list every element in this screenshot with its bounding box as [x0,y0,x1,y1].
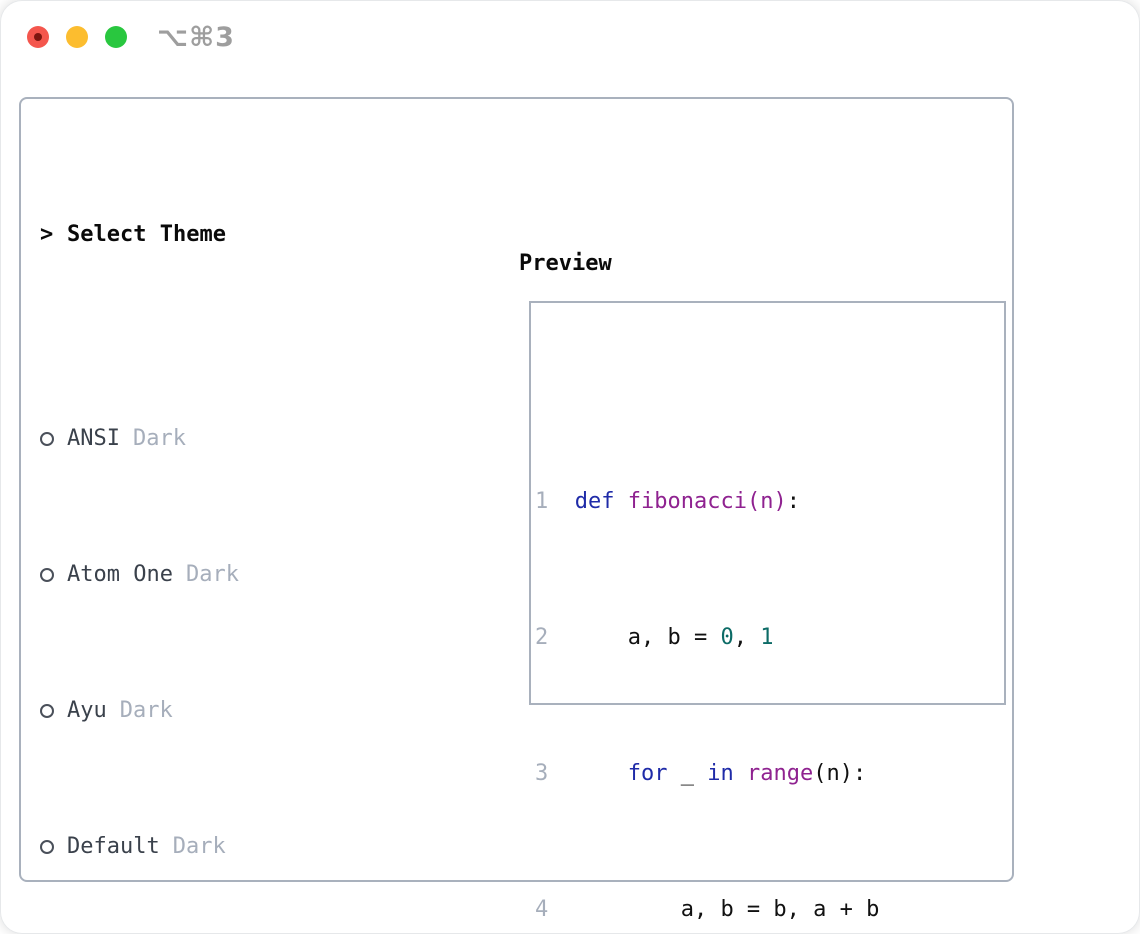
theme-option-default[interactable]: Default Dark [40,830,411,864]
radio-circle-icon [40,840,54,854]
code-segment: : [786,489,800,514]
code-line: 4 a, b = b, a + b [535,893,959,927]
titlebar: ⌥⌘3 [0,0,1140,74]
option-label: Atom One [67,562,173,587]
line-number: 3 [535,761,575,786]
select-theme-label: Select Theme [67,222,226,247]
code-segment: _ [667,761,708,786]
preview-pane: 1 def fibonacci(n): 2 a, b = 0, 1 3 for … [529,301,1006,922]
code-segment: def [574,489,615,514]
code-segment [734,761,747,786]
code-segment: fibonacci(n) [627,489,787,514]
preview-content: 1 def fibonacci(n): 2 a, b = 0, 1 3 for … [535,349,959,934]
code-segment: a, b = b, a + b [574,897,880,922]
code-segment: range [746,761,814,786]
line-number: 4 [535,897,575,922]
option-label: Ayu [67,698,107,723]
line-number: 2 [535,625,575,650]
theme-option-atom-one[interactable]: Atom One Dark [40,558,411,592]
code-segment: , [733,625,761,650]
code-segment: (n): [813,761,867,786]
theme-option-ayu[interactable]: Ayu Dark [40,694,411,728]
code-segment [615,489,628,514]
radio-circle-icon [40,704,54,718]
variant-tag: Dark [172,834,226,859]
code-segment [575,761,628,786]
option-label: Default [67,834,160,859]
select-theme-heading: > Select Theme [40,218,411,252]
variant-tag: Dark [132,426,186,451]
code-segment: for [627,761,668,786]
window-title: ⌥⌘3 [157,21,235,53]
close-button[interactable] [27,26,49,48]
code-line: 3 for _ in range(n): [535,757,959,791]
line-number: 1 [535,489,575,514]
variant-tag: Dark [185,562,239,587]
code-line: 2 a, b = 0, 1 [535,621,959,655]
code-segment: in [707,761,734,786]
code-segment: 0 [720,625,734,650]
code-segment: 1 [760,625,774,650]
code-line: 1 def fibonacci(n): [535,485,959,519]
preview-heading: Preview [519,251,612,276]
theme-option-ansi[interactable]: ANSI Dark [40,422,411,456]
zoom-button[interactable] [105,26,127,48]
minimize-button[interactable] [66,26,88,48]
variant-tag: Dark [119,698,173,723]
radio-circle-icon [40,432,54,446]
option-label: ANSI [67,426,120,451]
traffic-lights [27,26,127,48]
code-block: 1 def fibonacci(n): 2 a, b = 0, 1 3 for … [535,417,959,934]
unsaved-dot-icon [34,33,42,41]
focus-caret-icon: > [40,222,54,247]
radio-circle-icon [40,568,54,582]
code-segment: a, b = [574,625,721,650]
